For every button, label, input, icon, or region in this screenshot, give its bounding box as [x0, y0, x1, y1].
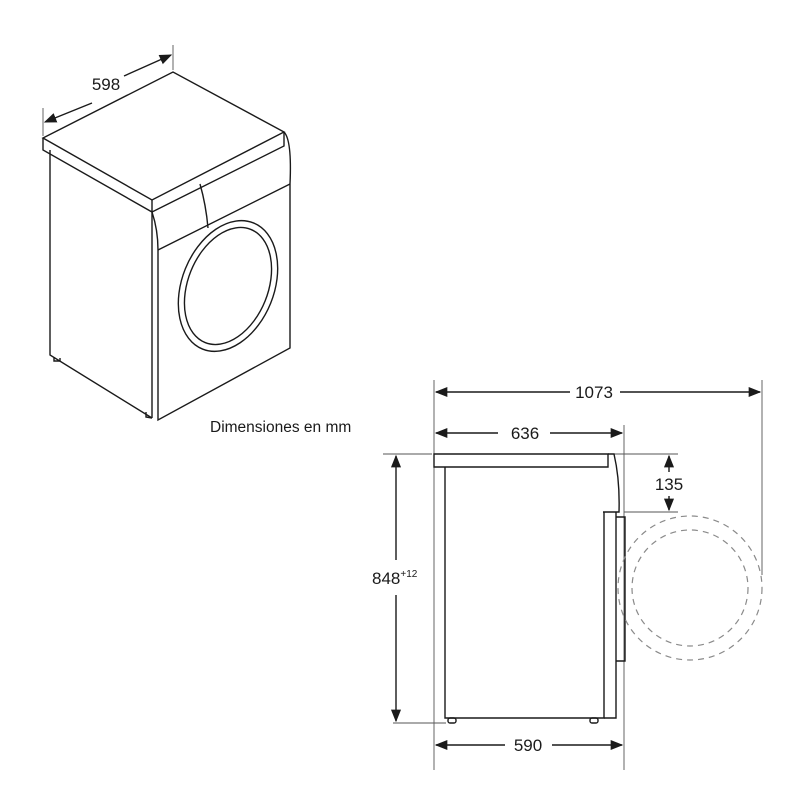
height-label: 848 [372, 569, 400, 588]
width-dimension-label: 598 [92, 75, 120, 94]
isometric-washer: 598 [41, 45, 292, 422]
height-tolerance: +12 [400, 569, 417, 580]
units-caption: Dimensiones en mm [210, 419, 351, 436]
depth-label: 636 [511, 424, 539, 443]
svg-text:848+12: 848+12 [372, 569, 418, 588]
top-offset-label: 135 [655, 475, 683, 494]
side-view-washer: 1073 636 135 848+12 590 [372, 380, 763, 770]
base-depth-label: 590 [514, 736, 542, 755]
total-depth-label: 1073 [575, 383, 613, 402]
